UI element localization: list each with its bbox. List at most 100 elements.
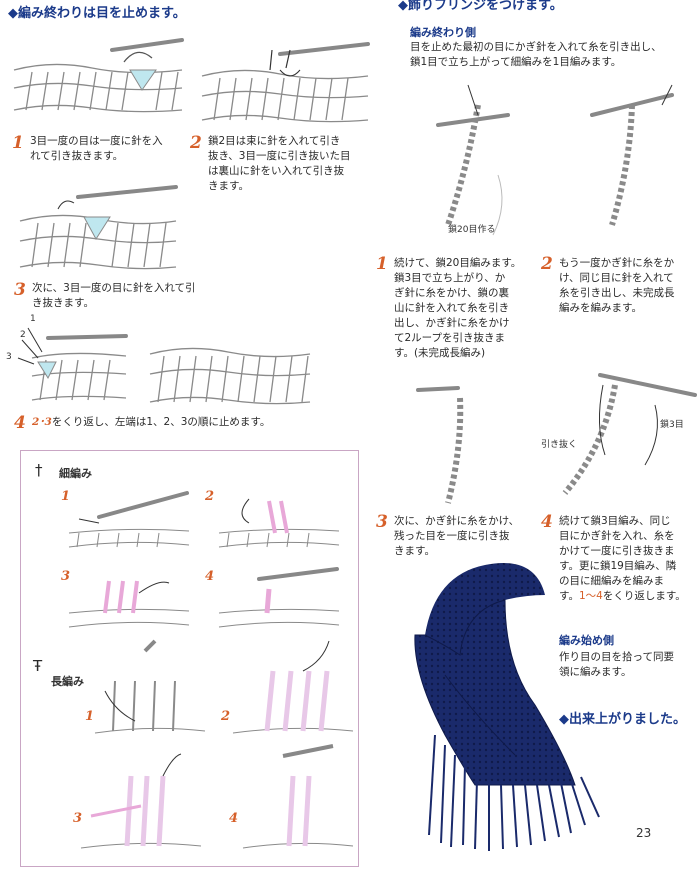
text-line: 次に、かぎ針に糸をかけ、 (394, 515, 520, 527)
text-line: 領に編みます。 (559, 666, 632, 678)
dc-diagram-1 (94, 639, 206, 734)
step-number: 3 (14, 280, 26, 300)
left-section-heading: ◆編み終わりは目を止めます。 (8, 6, 186, 21)
fringe-diagram-3 (416, 386, 464, 504)
sc-step-2: 2 (205, 489, 215, 504)
text-line: き抜きます。 (32, 297, 94, 309)
dc-diagram-2 (232, 640, 354, 734)
step-right-2-text: もう一度かぎ針に糸をか け、同じ目に針を入れて 糸を引き出し、未完成長 編みを編… (559, 256, 675, 316)
stitch-guide-panel: † 細編み 1 2 3 4 Ŧ 長編み 1 2 3 (20, 450, 359, 867)
bind-off-diagram-4 (17, 327, 128, 401)
text-line: をくり返し、左端は1、2、3の順に止めます。 (51, 416, 271, 428)
step-number: 1 (376, 254, 388, 274)
step-left-1-text: 3目一度の目は一度に針を入 れて引き抜きます。 (30, 134, 163, 164)
start-side-text: 作り目の目を拾って同要 領に編みます。 (559, 650, 674, 680)
text-line: 鎖3目で立ち上がり、か (394, 272, 506, 284)
step-number: 3 (376, 512, 388, 532)
hikinuku-label: 引き抜く (541, 440, 578, 450)
chain-20-label: 鎖20目作る (448, 225, 496, 235)
text-line: 3目一度の目は一度に針を入 (30, 135, 163, 147)
step-number: 1 (12, 133, 24, 153)
step-number: 4 (541, 512, 553, 532)
text-line: 編みを編みます。 (559, 302, 642, 314)
text-line: 次に、3目一度の目に針を入れて引 (32, 282, 196, 294)
text-line: の目に細編みを編みま (559, 575, 664, 587)
end-side-subheading: 編み終わり側 (410, 26, 476, 39)
step-right-3: 3 (376, 512, 388, 532)
text-line: 目を止めた最初の目にかぎ針を入れて糸を引き出し、 (410, 41, 662, 53)
text-line: け、同じ目に針を入れて (559, 272, 674, 284)
text-line: かけて一度に引き抜きま (559, 545, 675, 557)
diag-label-2: 2 (20, 330, 26, 340)
dc-step-4: 4 (229, 811, 239, 826)
text-line: 続けて鎖3目編み、同じ (559, 515, 671, 527)
step-left-3-text: 次に、3目一度の目に針を入れて引 き抜きます。 (32, 281, 196, 311)
text-line: 糸を引き出し、未完成長 (559, 287, 675, 299)
bind-off-diagram-3 (19, 185, 178, 270)
diag-label-3: 3 (6, 352, 12, 362)
diag-label-1: 1 (30, 314, 36, 324)
text-line: 鎖1目で立ち上がって細編みを1目編みます。 (410, 56, 622, 68)
step-accent: 1～4 (578, 590, 603, 602)
text-line: は裏山に針をい入れて引き抜 (208, 165, 345, 177)
text-line: 作り目の目を拾って同要 (559, 651, 674, 663)
text-line: て2ループを引き抜きま (394, 332, 506, 344)
right-section-heading: ◆飾りフリンジをつけます。 (398, 0, 563, 13)
step-number: 2 (541, 254, 553, 274)
sc-diagram-3 (68, 580, 190, 628)
sc-step-3: 3 (61, 569, 71, 584)
dc-step-1: 1 (85, 709, 95, 724)
text-line: 続けて、鎖20目編みます。 (394, 257, 522, 269)
text-line: 山に針を入れて糸を引き (394, 302, 510, 314)
step-left-4: 4 (14, 413, 26, 433)
dc-step-3: 3 (73, 811, 83, 826)
text-line: 鎖2目は束に針を入れて引き (208, 135, 341, 147)
text-line: ぎ針に糸をかけ、鎖の裏 (394, 287, 509, 299)
dc-symbol: Ŧ (33, 657, 43, 675)
step-right-1-text: 続けて、鎖20目編みます。 鎖3目で立ち上がり、か ぎ針に糸をかけ、鎖の裏 山に… (394, 256, 521, 361)
step-number: 2 (190, 133, 202, 153)
sc-symbol: † (35, 461, 43, 479)
step-right-2: 2 (541, 254, 553, 274)
fringe-diagram-2 (590, 84, 674, 226)
step-number: 4 (14, 413, 26, 433)
bind-off-diagram-5 (149, 347, 311, 405)
step-right-1: 1 (376, 254, 388, 274)
text-line: をくり返します。 (602, 590, 686, 602)
bind-off-diagram-1 (13, 38, 184, 113)
fringe-diagram-1 (436, 84, 510, 236)
text-line: 抜き、3目一度に引き抜いた目 (208, 150, 351, 162)
step-left-2: 2 (190, 133, 202, 153)
text-line: きます。 (394, 545, 435, 557)
text-line: す。 (559, 590, 579, 602)
text-line: 目にかぎ針を入れ、糸を (559, 530, 675, 542)
step-left-3: 3 (14, 280, 26, 300)
step-accent: 2･3 (32, 416, 52, 428)
text-line: れて引き抜きます。 (30, 150, 124, 162)
text-line: 出し、かぎ針に糸をかけ (394, 317, 510, 329)
end-side-intro: 目を止めた最初の目にかぎ針を入れて糸を引き出し、 鎖1目で立ち上がって細編みを1… (410, 40, 662, 70)
sc-step-1: 1 (61, 489, 71, 504)
text-line: もう一度かぎ針に糸をか (559, 257, 675, 269)
text-line: 残った目を一度に引き抜 (394, 530, 510, 542)
sc-diagram-2 (218, 498, 340, 548)
fringe-diagram-4 (562, 373, 697, 495)
kusari3-label: 鎖3目 (660, 420, 684, 430)
text-line: す。更に鎖19目編み、隣 (559, 560, 677, 572)
page-number: 23 (636, 826, 652, 840)
dc-diagram-3 (80, 753, 202, 849)
step-right-4: 4 (541, 512, 553, 532)
sc-diagram-4 (218, 567, 340, 628)
dc-diagram-4 (242, 744, 354, 849)
step-left-4-text: 2･3をくり返し、左端は1、2、3の順に止めます。 (32, 415, 270, 430)
sc-title: 細編み (59, 467, 92, 480)
step-right-3-text: 次に、かぎ針に糸をかけ、 残った目を一度に引き抜 きます。 (394, 514, 519, 559)
finished-scarf-image (414, 563, 600, 851)
step-left-1: 1 (12, 133, 24, 153)
dc-step-2: 2 (221, 709, 231, 724)
step-left-2-text: 鎖2目は束に針を入れて引き 抜き、3目一度に引き抜いた目 は裏山に針をい入れて引… (208, 134, 350, 194)
text-line: きます。 (208, 180, 249, 192)
bind-off-diagram-2 (201, 42, 370, 123)
sc-step-4: 4 (205, 569, 215, 584)
step-right-4-text: 続けて鎖3目編み、同じ 目にかぎ針を入れ、糸を かけて一度に引き抜きま す。更に… (559, 514, 686, 604)
